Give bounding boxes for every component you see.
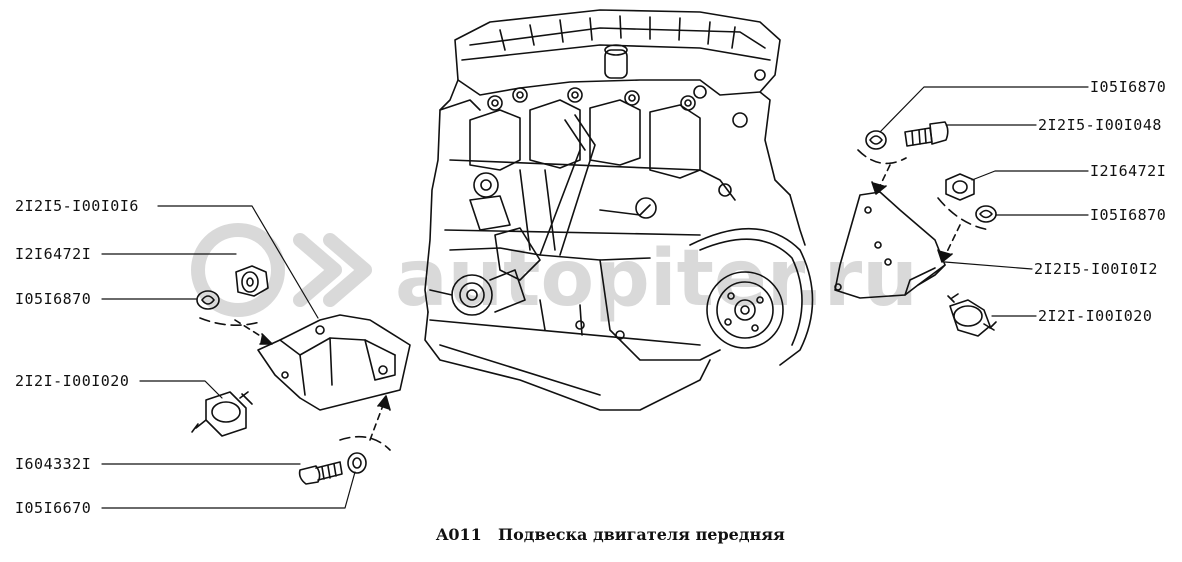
right-nut <box>945 173 975 201</box>
left-bolt-washer <box>347 452 367 474</box>
part-label: I2I6472I <box>1090 162 1167 180</box>
part-label: I2I6472I <box>15 245 92 263</box>
part-label: 2I2I5-I00I048 <box>1038 116 1162 134</box>
right-assembly-arrows <box>857 149 991 231</box>
left-mount-bracket <box>257 314 411 411</box>
caption-title: Подвеска двигателя передняя <box>498 525 785 544</box>
left-nut <box>235 265 269 297</box>
part-label: I05I6870 <box>15 290 92 308</box>
left-bolt <box>298 461 343 485</box>
engine-block <box>424 9 814 411</box>
part-label: 2I2I-I00I020 <box>1038 307 1153 325</box>
right-top-washer <box>865 130 887 150</box>
leader-lines <box>101 86 1089 509</box>
part-label: 2I2I5-I00I0I2 <box>1034 260 1158 278</box>
left-arrow-heads <box>234 319 391 441</box>
right-mount-bracket <box>834 191 946 299</box>
right-washer <box>975 205 997 223</box>
left-rubber-mount <box>191 391 253 437</box>
caption-code: A011 <box>436 525 482 544</box>
part-label: I05I6670 <box>15 499 92 517</box>
right-rubber-mount <box>947 293 997 337</box>
right-top-bolt <box>904 121 949 147</box>
part-label: 2I2I-I00I020 <box>15 372 130 390</box>
part-label: I05I6870 <box>1090 78 1167 96</box>
watermark-text: autopiter.ru <box>395 234 918 324</box>
part-label: 2I2I5-I00I0I6 <box>15 197 139 215</box>
watermark-logo <box>191 223 372 317</box>
left-assembly-arrows <box>199 317 391 451</box>
part-label: I604332I <box>15 455 92 473</box>
right-arrow-heads <box>871 164 961 263</box>
left-washer <box>196 290 220 310</box>
part-label: I05I6870 <box>1090 206 1167 224</box>
